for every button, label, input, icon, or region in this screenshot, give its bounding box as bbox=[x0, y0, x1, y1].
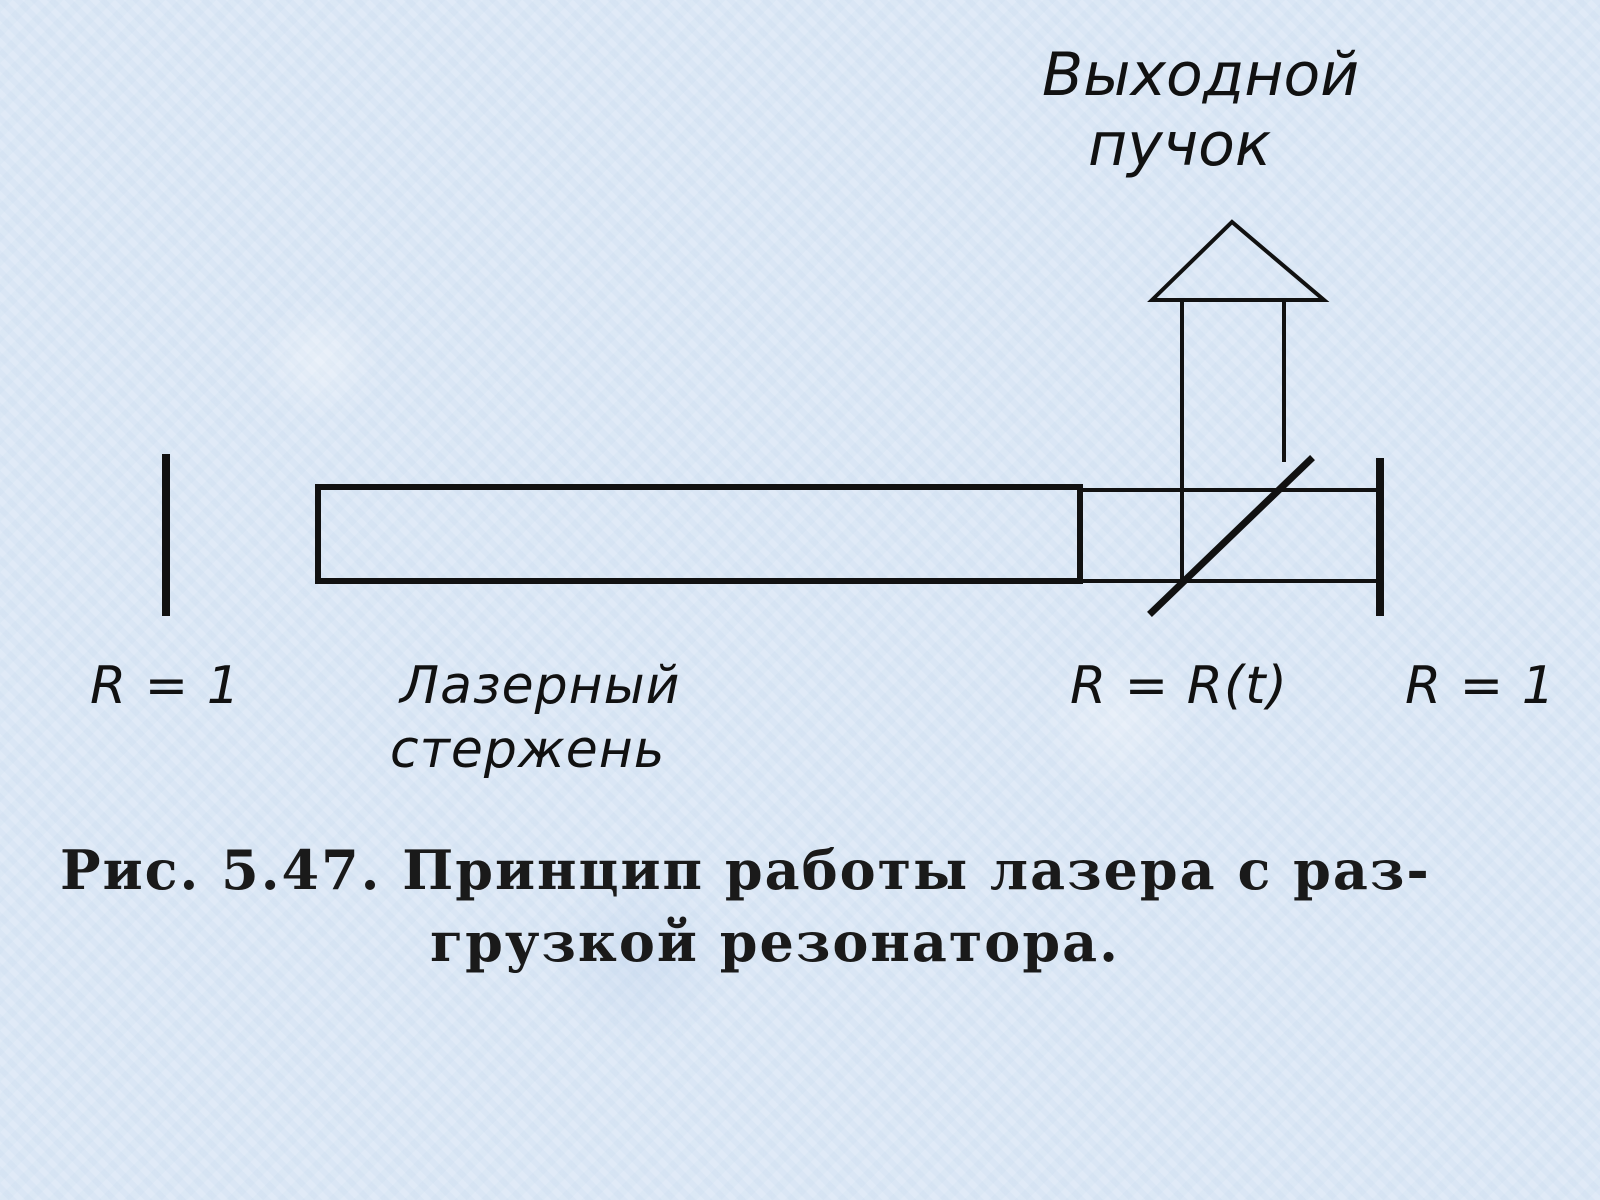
output-beam-arrowhead bbox=[1147, 219, 1330, 302]
output-beam-label-line2: пучок bbox=[1088, 110, 1271, 180]
figure-caption-line2: грузкой резонатора. bbox=[430, 910, 1120, 974]
figure-caption-line1: Рис. 5.47. Принцип работы лазера с раз- bbox=[60, 838, 1431, 902]
right-mirror-label: R = 1 bbox=[1405, 656, 1556, 716]
modulated-mirror-label: R = R(t) bbox=[1070, 656, 1288, 716]
modulated-mirror bbox=[1147, 455, 1315, 617]
left-mirror-label: R = 1 bbox=[90, 656, 241, 716]
output-beam-label-line1: Выходной bbox=[1042, 40, 1359, 110]
laser-rod-label-line2: стержень bbox=[390, 720, 665, 780]
laser-rod-label-line1: Лазерный bbox=[398, 656, 680, 716]
laser-rod bbox=[315, 484, 1083, 584]
